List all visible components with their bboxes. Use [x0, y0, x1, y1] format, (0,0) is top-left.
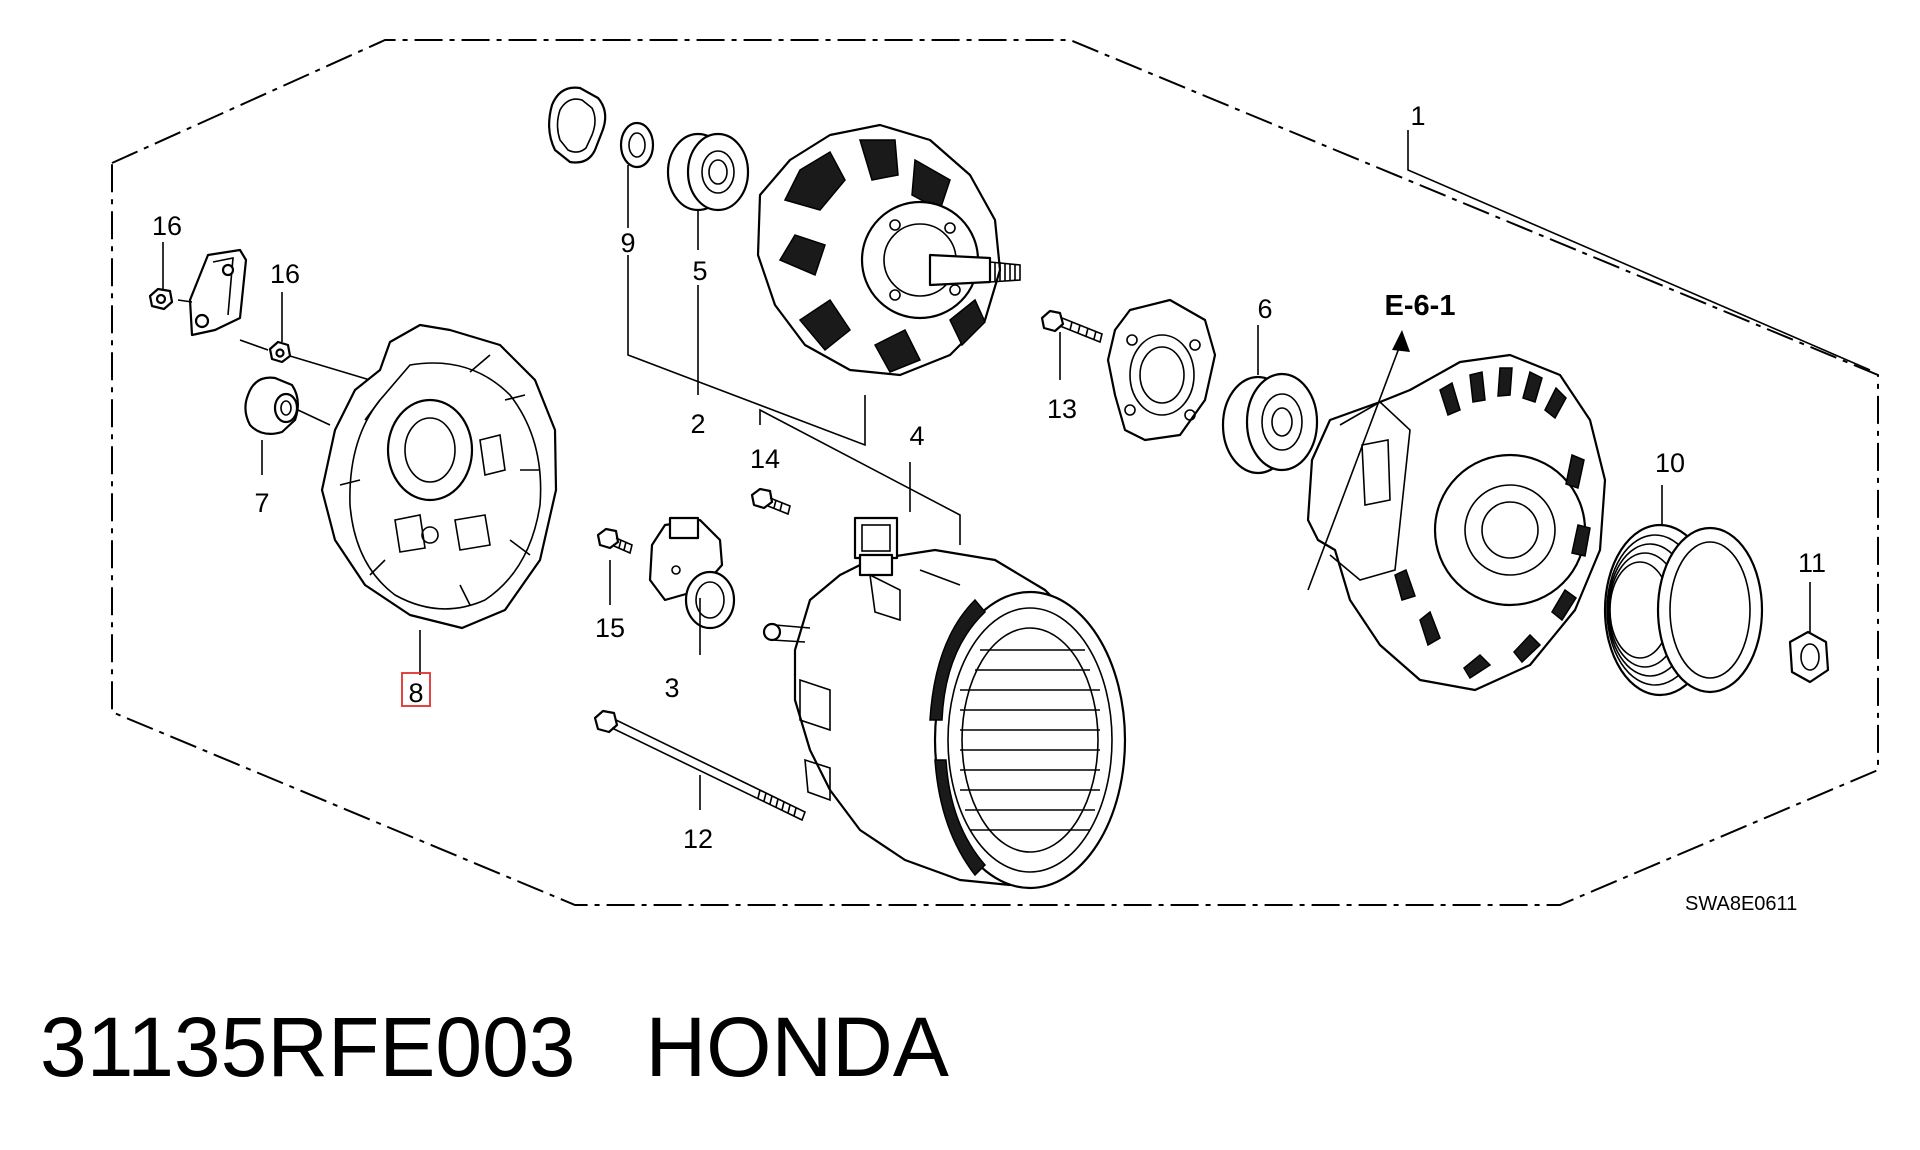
drawing-code: SWA8E0611: [1685, 893, 1797, 915]
group-ref-arrow: [1392, 330, 1410, 352]
brand-name: HONDA: [645, 1000, 949, 1094]
rear-cover-8: [320, 323, 558, 630]
bearing-6: [1221, 372, 1319, 475]
insulator-cap-7: [244, 376, 331, 435]
callout-10[interactable]: 10: [1655, 448, 1685, 478]
screw-14: [750, 487, 791, 516]
bearing-retainer-plate: [1106, 298, 1217, 442]
callout-13[interactable]: 13: [1047, 394, 1077, 424]
screw-15: [596, 527, 633, 555]
bracket-16: [148, 248, 371, 381]
callout-12[interactable]: 12: [683, 824, 713, 854]
callout-16a[interactable]: 16: [152, 211, 182, 241]
group-reference-label[interactable]: E-6-1: [1385, 290, 1456, 322]
part-caption: 31135RFE003 HONDA: [40, 1005, 949, 1089]
brush-holder-3: [648, 516, 736, 630]
rotor-2: [756, 123, 1021, 377]
front-housing: [1306, 353, 1607, 692]
callout-4[interactable]: 4: [909, 421, 924, 451]
part-8-highlight: [401, 672, 431, 707]
part-number: 31135RFE003: [40, 1000, 576, 1094]
callout-6[interactable]: 6: [1257, 294, 1272, 324]
stator-windings: [960, 649, 1100, 831]
nut-11: [1788, 630, 1830, 684]
callout-9[interactable]: 9: [620, 228, 635, 258]
callout-7[interactable]: 7: [254, 488, 269, 518]
rear-housing-stator-4: [762, 516, 1127, 890]
callout-8[interactable]: 8: [408, 678, 423, 708]
pulley-10: [1603, 523, 1764, 697]
callout-14[interactable]: 14: [750, 444, 780, 474]
bolt-13: [1040, 309, 1103, 344]
callout-16b[interactable]: 16: [270, 259, 300, 289]
callout-2[interactable]: 2: [690, 409, 705, 439]
callout-1[interactable]: 1: [1410, 101, 1425, 131]
through-bolt-12: [593, 709, 807, 822]
callout-3[interactable]: 3: [664, 673, 679, 703]
callout-15[interactable]: 15: [595, 613, 625, 643]
bearing-5: [666, 132, 750, 212]
callout-11[interactable]: 11: [1798, 548, 1826, 578]
seal-9: [548, 86, 655, 169]
assembly-boundary: [111, 39, 1879, 906]
callout-5[interactable]: 5: [692, 256, 707, 286]
